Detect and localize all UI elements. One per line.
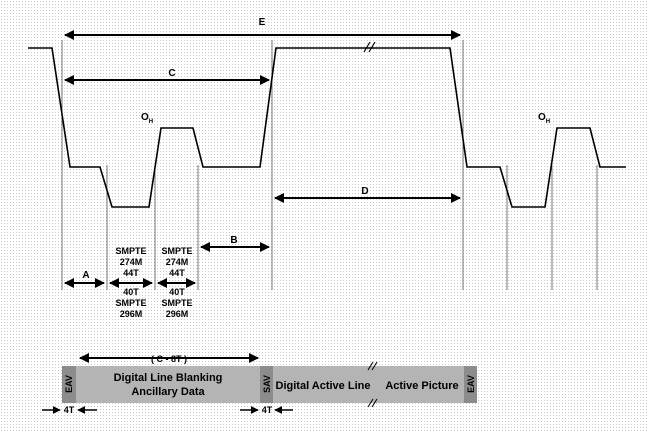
active-line-label: Digital Active Line — [276, 380, 371, 392]
svg-text:296M: 296M — [120, 309, 143, 319]
eav-right-label: EAV — [466, 375, 476, 393]
sav-block — [260, 366, 273, 403]
four-t-left-label: 4T — [64, 405, 75, 415]
svg-text:SMPTE: SMPTE — [161, 246, 192, 256]
dimension-d-label: D — [361, 186, 368, 197]
four-t-right-label: 4T — [262, 405, 273, 415]
svg-text:274M: 274M — [120, 257, 143, 267]
blanking-label-line2: Ancillary Data — [131, 386, 205, 398]
data-stream-bar: EAV SAV EAV Digital Line Blanking Ancill… — [62, 361, 477, 408]
dimension-e-label: E — [259, 17, 266, 28]
timing-notes-right: SMPTE 274M 44T 40T SMPTE 296M — [161, 246, 192, 319]
active-picture-label: Active Picture — [385, 380, 458, 392]
timing-notes-left: SMPTE 274M 44T 40T SMPTE 296M — [115, 246, 146, 319]
eav-left-label: EAV — [64, 375, 74, 393]
svg-text:SMPTE: SMPTE — [115, 246, 146, 256]
dimension-c-label: C — [168, 68, 175, 79]
waveform-break-mark — [363, 41, 376, 53]
svg-text:SMPTE: SMPTE — [115, 298, 146, 308]
active-line-segment — [273, 366, 464, 403]
svg-text:SMPTE: SMPTE — [161, 298, 192, 308]
svg-text:40T: 40T — [169, 287, 185, 297]
svg-text:44T: 44T — [123, 268, 139, 278]
eav-left-block — [62, 366, 76, 403]
eav-right-block — [464, 366, 477, 403]
dimension-c-minus-8t-label: ( C - 8T ) — [151, 354, 187, 364]
dimension-b-label: B — [230, 235, 237, 246]
oh-left-label: OH — [141, 112, 153, 125]
dimension-a-label: A — [82, 270, 89, 281]
oh-right-label: OH — [538, 112, 550, 125]
svg-text:44T: 44T — [169, 268, 185, 278]
svg-text:296M: 296M — [166, 309, 189, 319]
svg-text:40T: 40T — [123, 287, 139, 297]
svg-text:274M: 274M — [166, 257, 189, 267]
sync-waveform — [28, 47, 626, 208]
sav-label: SAV — [262, 375, 272, 393]
blanking-label-line1: Digital Line Blanking — [114, 372, 223, 384]
dimension-arrows — [64, 30, 461, 363]
bar-break-mark — [367, 361, 378, 408]
blanking-segment — [76, 366, 260, 403]
